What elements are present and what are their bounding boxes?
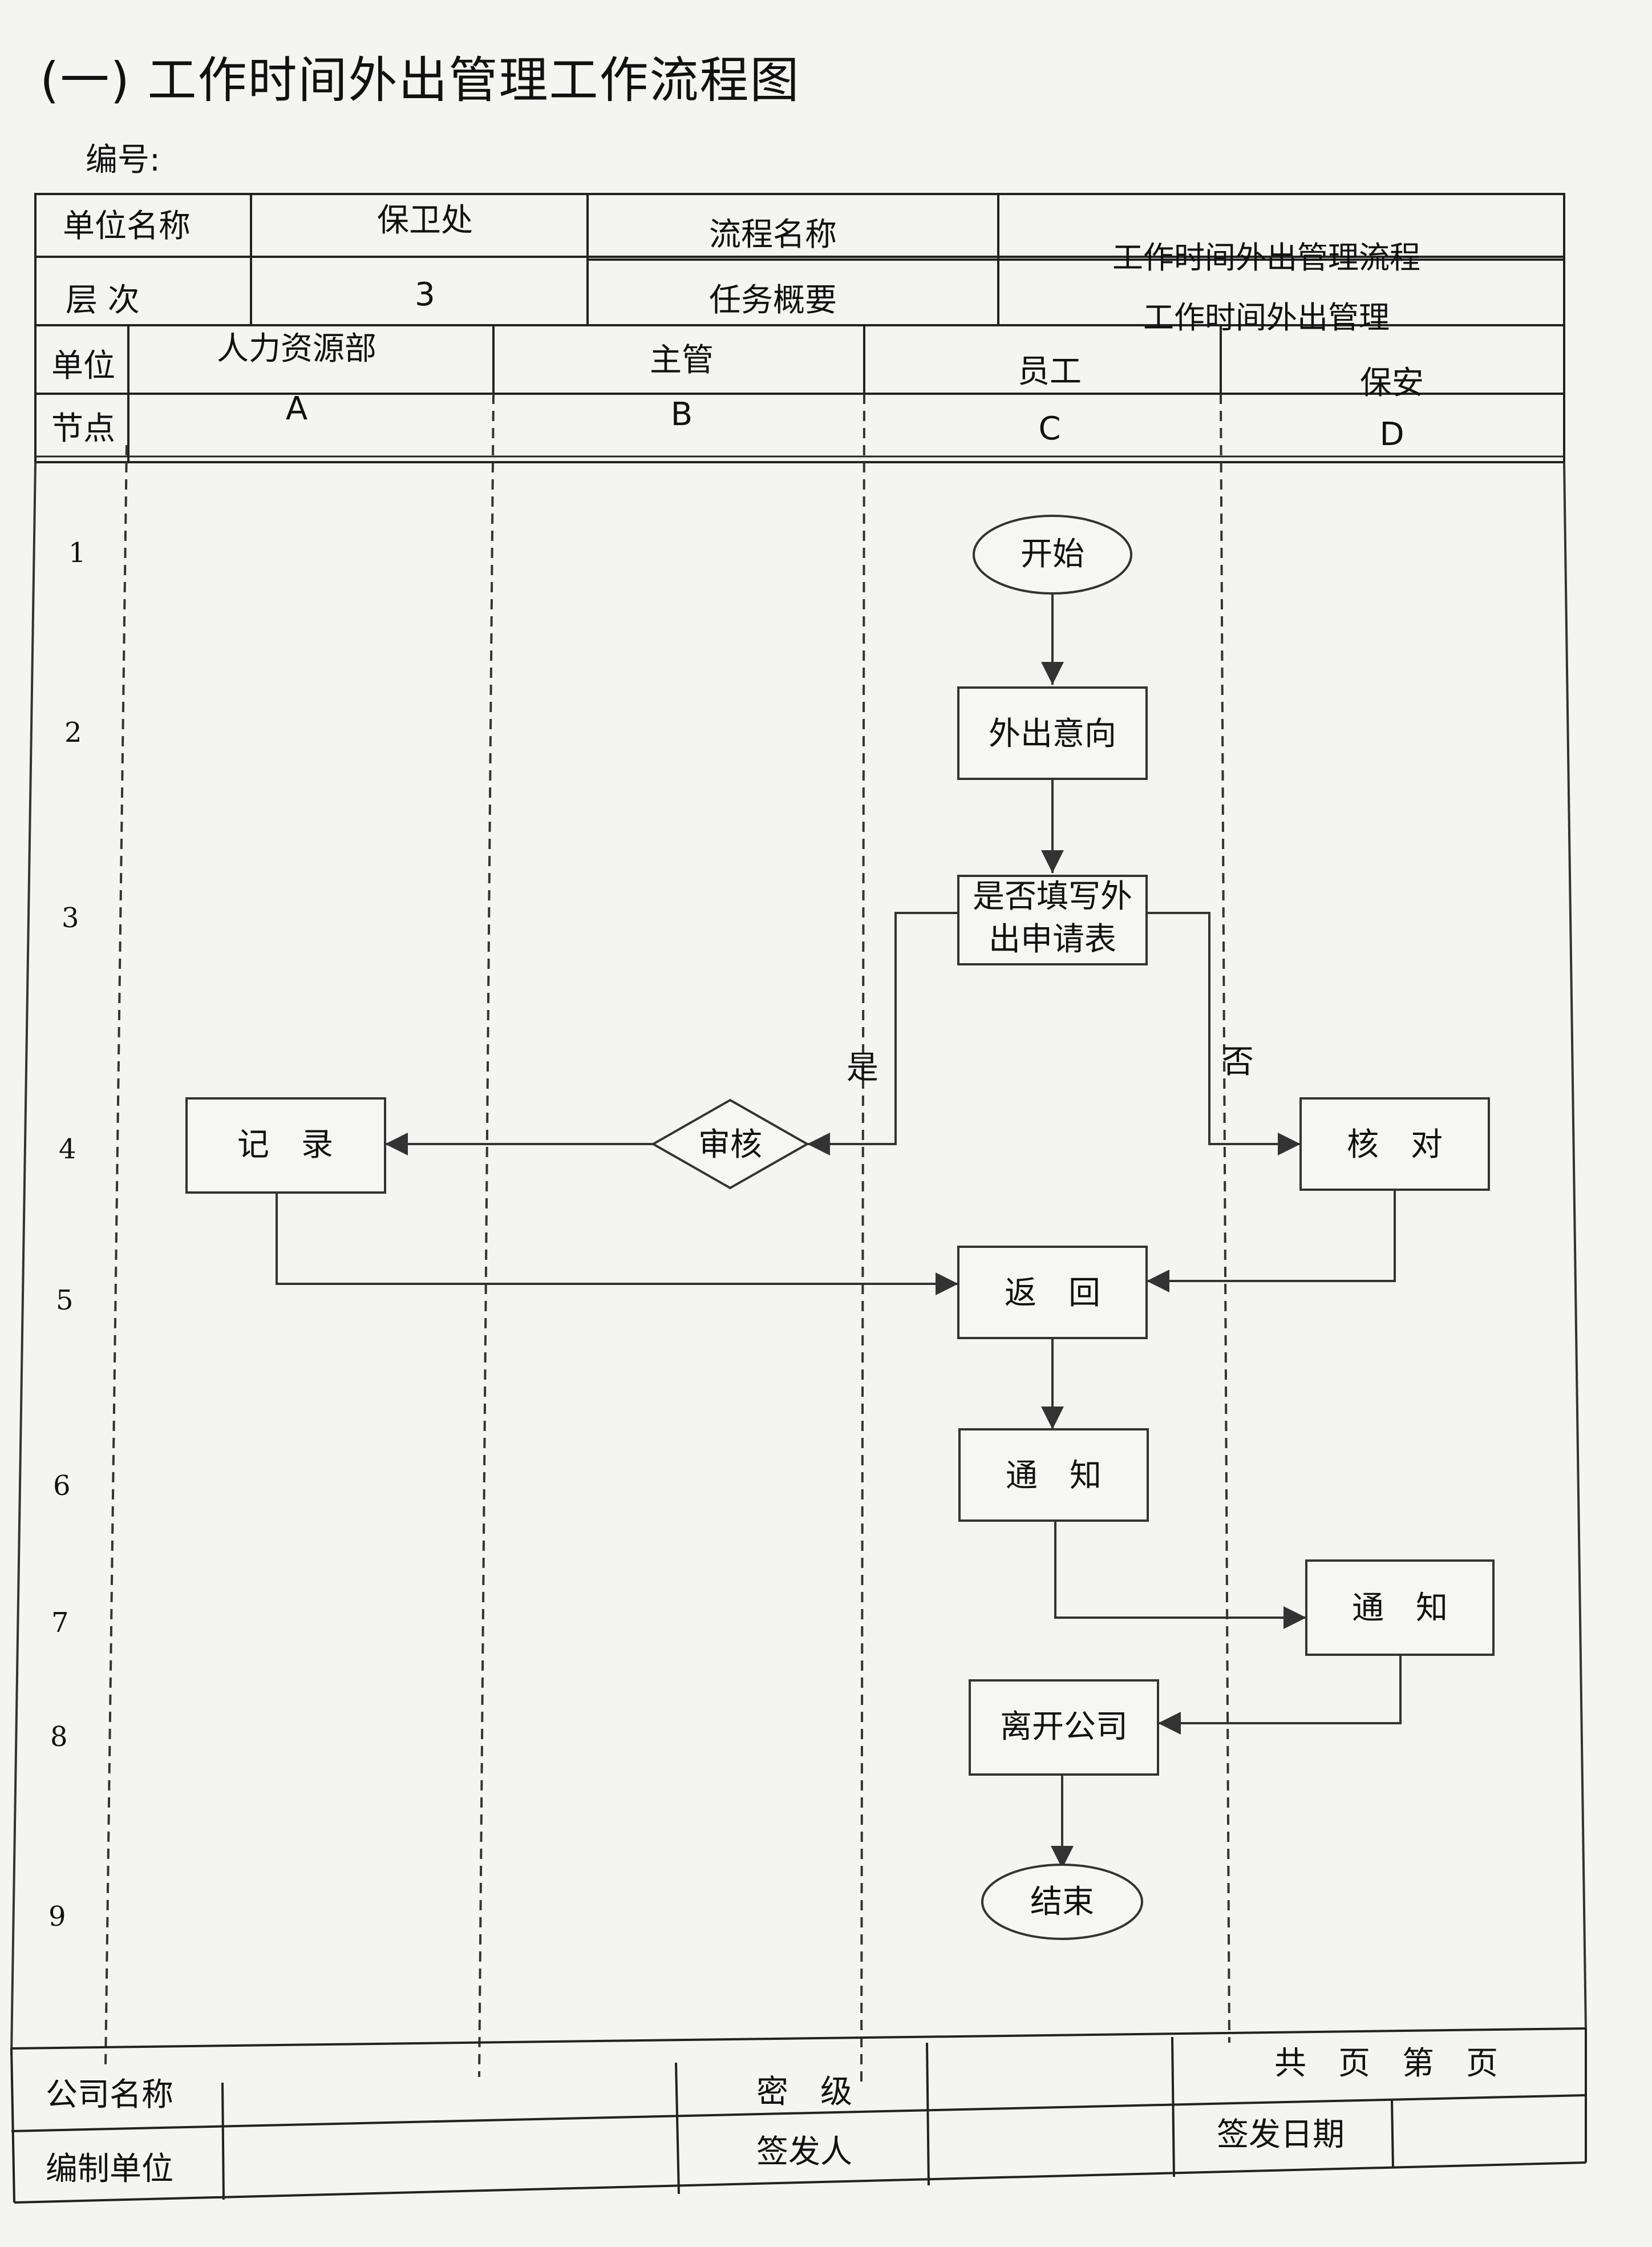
process-name-value: 工作时间外出管理流程 — [1112, 240, 1420, 276]
node-return-label: 返 回 — [1005, 1275, 1100, 1312]
node-review — [650, 1098, 810, 1190]
node-end-label: 结束 — [1030, 1884, 1094, 1921]
unit-name-value: 保卫处 — [377, 202, 473, 239]
node-intent-label: 外出意向 — [989, 716, 1116, 753]
edge-record-to-return — [276, 1193, 958, 1295]
row-number-5: 5 — [56, 1284, 74, 1316]
node-record-label: 记 录 — [237, 1126, 333, 1163]
footer-compiler-label: 编制单位 — [46, 2151, 173, 2188]
footer-secrecy-label: 密 级 — [756, 2074, 852, 2111]
node-leave-label: 离开公司 — [1000, 1708, 1128, 1745]
row-number-8: 8 — [50, 1721, 68, 1753]
edge-decision-to-verify — [1147, 912, 1301, 1155]
level-value: 3 — [415, 276, 435, 313]
edge-decision-to-review — [807, 912, 958, 1155]
edge-guard-notify-to-leave — [1158, 1655, 1402, 1735]
edge-label-no: 否 — [1222, 1044, 1254, 1081]
serial-number-label: 编号: — [86, 142, 160, 179]
unit-name-label: 单位名称 — [63, 208, 191, 245]
row-number-4: 4 — [59, 1133, 76, 1165]
row-number-7: 7 — [51, 1607, 69, 1639]
node-record — [185, 1097, 386, 1194]
footer-issuer-label: 签发人 — [756, 2133, 852, 2171]
node-notify-employee — [958, 1428, 1149, 1522]
footer-issue-date-label: 签发日期 — [1217, 2116, 1345, 2153]
edge-verify-to-return — [1147, 1190, 1396, 1292]
lane-code-c: C — [1038, 410, 1060, 447]
node-verify — [1299, 1097, 1490, 1191]
row-number-9: 9 — [48, 1901, 66, 1933]
edge-notify-to-guard-notify — [1054, 1521, 1306, 1629]
node-decision — [957, 875, 1148, 965]
node-notify-employee-label: 通 知 — [1006, 1457, 1102, 1494]
node-decision-label-2: 出申请表 — [989, 921, 1116, 958]
node-notify-guard-label: 通 知 — [1352, 1590, 1448, 1627]
level-label: 层 次 — [66, 282, 140, 319]
task-summary-value: 工作时间外出管理 — [1143, 300, 1390, 336]
row-number-2: 2 — [64, 717, 82, 749]
node-review-label: 审核 — [698, 1126, 762, 1163]
node-start — [973, 515, 1132, 595]
lane-code-b: B — [671, 396, 693, 433]
edge-label-yes: 是 — [847, 1049, 878, 1086]
process-name-label: 流程名称 — [709, 216, 837, 253]
row-number-3: 3 — [62, 902, 79, 934]
row-number-1: 1 — [68, 537, 86, 569]
header-table — [34, 193, 1565, 463]
footer-table — [10, 2027, 1587, 2204]
lane-name-a: 人力资源部 — [217, 330, 376, 367]
footer-pages-label: 共 页 第 页 — [1274, 2045, 1498, 2082]
lane-unit-label: 单位 — [51, 347, 115, 385]
node-end — [981, 1864, 1143, 1940]
row-number-6: 6 — [53, 1470, 71, 1502]
page-title: (一) 工作时间外出管理工作流程图 — [40, 52, 800, 109]
lane-name-d: 保安 — [1360, 365, 1424, 402]
footer-company-label: 公司名称 — [46, 2076, 173, 2113]
lane-dividers — [10, 393, 1587, 2083]
node-decision-label-1: 是否填写外 — [973, 878, 1132, 915]
node-intent — [957, 686, 1148, 780]
node-start-label: 开始 — [1021, 536, 1084, 573]
node-notify-guard — [1305, 1559, 1495, 1656]
task-summary-label: 任务概要 — [709, 282, 837, 319]
lane-name-b: 主管 — [650, 342, 714, 379]
lane-node-label: 节点 — [51, 410, 115, 447]
lane-code-a: A — [286, 390, 307, 427]
node-leave — [969, 1679, 1159, 1776]
node-verify-label: 核 对 — [1347, 1126, 1443, 1163]
lane-code-d: D — [1379, 416, 1404, 453]
node-return — [957, 1246, 1148, 1339]
lane-name-c: 员工 — [1018, 353, 1082, 390]
